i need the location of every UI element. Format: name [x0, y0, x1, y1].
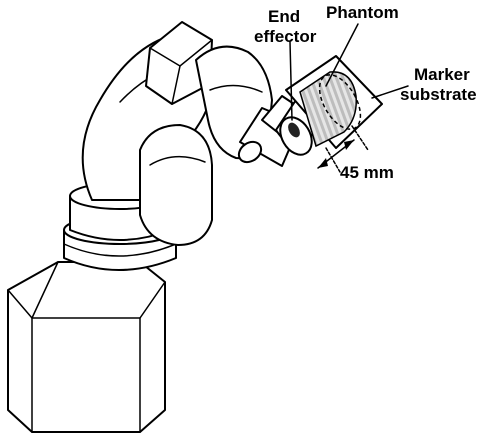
leader-lines — [289, 23, 409, 121]
label-phantom: Phantom — [326, 3, 399, 22]
label-marker-line1: Marker — [414, 65, 470, 84]
phantom — [299, 71, 362, 148]
label-end-effector-line1: End — [268, 7, 300, 26]
label-end-effector-line2: effector — [254, 27, 317, 46]
dimension-marker — [317, 125, 369, 173]
robot-base — [7, 261, 166, 433]
label-marker-line2: substrate — [400, 85, 477, 104]
forearm-link — [139, 124, 213, 246]
label-dimension: 45 mm — [340, 163, 394, 182]
